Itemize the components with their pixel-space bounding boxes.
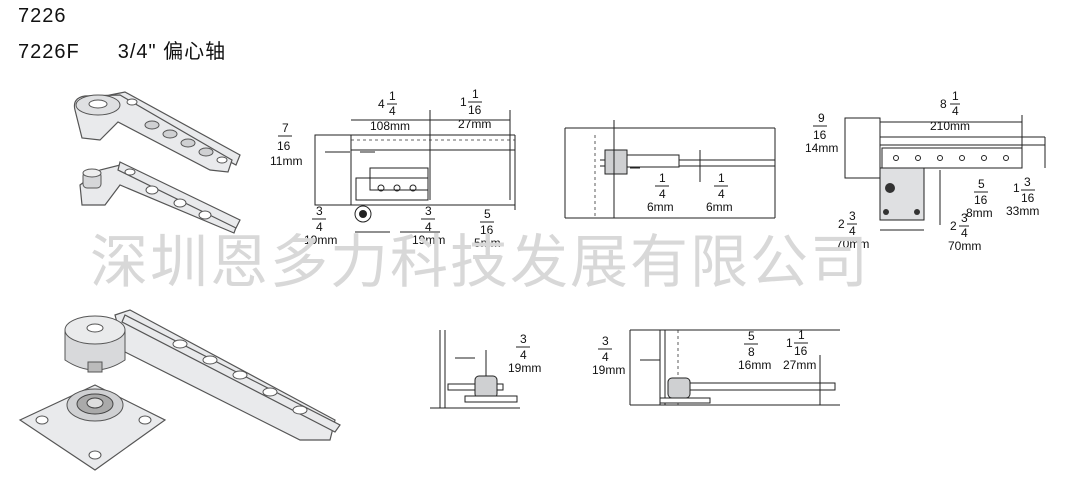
dim-5-16-b-den: 16 (974, 193, 988, 207)
lower-arm-illustration (79, 161, 241, 234)
dim-8-1-4-whole: 8 (940, 97, 947, 111)
dim-3-4-c-num: 3 (520, 332, 527, 346)
dim-8-1-4-num: 1 (952, 89, 959, 103)
dim-1-3-16-mm: 33mm (1006, 204, 1039, 218)
upper-pivot-illustration (73, 91, 241, 173)
dim-1-1-16-b-den: 16 (794, 344, 808, 358)
dim-1-4-a-num: 1 (659, 171, 666, 185)
model-subtitle: 3/4" 偏心轴 (117, 41, 227, 63)
dim-2-3-4-b-num: 3 (961, 211, 968, 225)
dim-3-4-c-den: 4 (520, 348, 527, 362)
dim-2-3-4-b-mm: 70mm (948, 239, 981, 253)
dim-4-1-4-den: 4 (389, 104, 396, 118)
large-pivot-illustration (18, 309, 341, 471)
dim-1-4-b-num: 1 (718, 171, 725, 185)
model-number-f: 7226F (18, 41, 80, 63)
plan-view-drawing-1 (314, 110, 516, 233)
dim-2-3-4-a-mm: 70mm (836, 237, 869, 251)
dim-2-3-4-a-den: 4 (849, 224, 856, 238)
dim-1-3-16-den: 16 (1021, 191, 1035, 205)
dim-1-1-16-b-whole: 1 (786, 336, 793, 350)
dim-1-1-16-mm: 27mm (458, 117, 491, 131)
dim-4-1-4-num: 1 (389, 89, 396, 103)
dim-1-3-16-whole: 1 (1013, 181, 1020, 195)
dim-5-16-a-mm: 5mm (474, 236, 501, 250)
side-view-drawing-2 (564, 120, 776, 219)
dim-1-4-b-den: 4 (718, 187, 725, 201)
dim-1-1-16-den: 16 (468, 103, 482, 117)
dim-5-8-num: 5 (748, 329, 755, 343)
dim-3-4-a-den: 4 (316, 220, 323, 234)
dim-3-4-d-mm: 19mm (592, 363, 625, 377)
dim-3-4-b-den: 4 (425, 220, 432, 234)
dim-8-1-4-den: 4 (952, 104, 959, 118)
dim-7-16-mm: 11mm (270, 154, 302, 168)
dim-3-4-d-num: 3 (602, 334, 609, 348)
dim-2-3-4-b-whole: 2 (950, 219, 957, 233)
dim-9-16-mm: 14mm (805, 141, 838, 155)
dim-9-16-num: 9 (818, 111, 825, 125)
dim-5-8-den: 8 (748, 345, 755, 359)
plan-view-drawing-3 (844, 115, 1046, 231)
dim-7-16-num: 7 (282, 121, 289, 135)
dim-9-16-den: 16 (813, 128, 827, 142)
dim-1-1-16-b-num: 1 (798, 328, 805, 342)
dim-1-4-b-mm: 6mm (706, 200, 733, 214)
dim-2-3-4-a-whole: 2 (838, 217, 845, 231)
side-view-drawing-5 (629, 329, 840, 406)
dim-5-16-a-den: 16 (480, 223, 494, 237)
dim-4-1-4-whole: 4 (378, 97, 385, 111)
dim-1-4-a-den: 4 (659, 187, 666, 201)
dim-3-4-c-mm: 19mm (508, 361, 541, 375)
dim-1-1-16-b-mm: 27mm (783, 358, 816, 372)
dim-8-1-4-mm: 210mm (930, 119, 970, 133)
dim-5-8-mm: 16mm (738, 358, 771, 372)
dim-1-1-16-num: 1 (472, 87, 479, 101)
dim-5-16-a-num: 5 (484, 207, 491, 221)
dim-3-4-b-num: 3 (425, 204, 432, 218)
dim-2-3-4-a-num: 3 (849, 209, 856, 223)
dim-3-4-d-den: 4 (602, 350, 609, 364)
dim-1-3-16-num: 3 (1024, 175, 1031, 189)
dim-2-3-4-b-den: 4 (961, 226, 968, 240)
dim-3-4-b-mm: 19mm (412, 233, 445, 247)
dim-5-16-b-num: 5 (978, 177, 985, 191)
model-number-primary: 7226 (18, 5, 67, 27)
side-view-drawing-4 (430, 330, 520, 409)
dim-7-16-den: 16 (277, 139, 291, 153)
model-number-secondary: 7226F 3/4" 偏心轴 (18, 35, 226, 64)
dim-5-16-b-mm: 8mm (966, 206, 993, 220)
dim-1-1-16-whole: 1 (460, 95, 467, 109)
dim-1-4-a-mm: 6mm (647, 200, 674, 214)
company-watermark: 深圳恩多力科技发展有限公司 (90, 228, 870, 296)
dim-3-4-a-num: 3 (316, 204, 323, 218)
dim-3-4-a-mm: 19mm (304, 233, 337, 247)
dim-4-1-4-mm: 108mm (370, 119, 410, 133)
